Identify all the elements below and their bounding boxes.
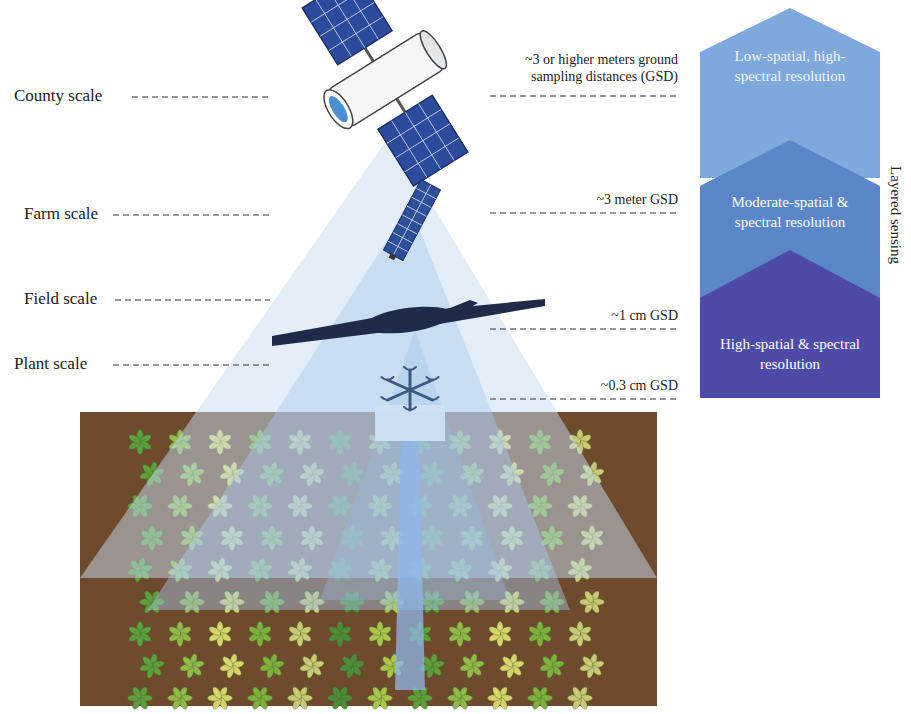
gsd-label: ~1 cm GSD bbox=[611, 308, 678, 324]
cubesat bbox=[382, 180, 441, 264]
plant bbox=[579, 653, 605, 679]
fixed-wing-drone bbox=[272, 299, 545, 346]
copter-beam bbox=[395, 441, 425, 690]
layer-text: High-spatial & spectral resolution bbox=[715, 334, 865, 375]
gsd-label: ~3 meter GSD bbox=[597, 192, 678, 208]
plant bbox=[299, 653, 325, 679]
plant bbox=[168, 686, 193, 711]
plant bbox=[168, 622, 193, 647]
hexacopter bbox=[381, 367, 438, 410]
scale-label: County scale bbox=[14, 86, 102, 106]
layer-text: Low-spatial, high-spectral resolution bbox=[715, 46, 865, 87]
plant bbox=[328, 622, 353, 647]
plant bbox=[179, 653, 205, 679]
plant bbox=[568, 686, 593, 711]
plant bbox=[499, 653, 525, 679]
plant bbox=[219, 653, 245, 679]
axis-label: Layered sensing bbox=[887, 166, 904, 264]
plant bbox=[208, 622, 233, 647]
gsd-label: ~3 or higher meters ground sampling dist… bbox=[488, 52, 678, 86]
plant bbox=[488, 622, 513, 647]
plant bbox=[248, 686, 273, 711]
plant bbox=[128, 686, 153, 711]
plant bbox=[259, 653, 285, 679]
layer-text: Moderate-spatial & spectral resolution bbox=[715, 192, 865, 233]
plant bbox=[539, 653, 565, 679]
sensor-footprints bbox=[80, 135, 657, 690]
plant bbox=[139, 653, 165, 679]
plant bbox=[248, 622, 273, 647]
plant bbox=[208, 686, 233, 711]
plant bbox=[128, 622, 153, 647]
plant bbox=[580, 590, 605, 615]
plant bbox=[568, 622, 593, 647]
plant bbox=[288, 622, 313, 647]
plant bbox=[528, 686, 553, 711]
plant bbox=[339, 653, 365, 679]
gsd-label: ~0.3 cm GSD bbox=[601, 378, 678, 394]
plant bbox=[448, 686, 473, 711]
plant bbox=[368, 686, 393, 711]
chevron-shape bbox=[700, 250, 880, 398]
plant bbox=[488, 686, 513, 711]
plant bbox=[328, 686, 353, 711]
plant bbox=[448, 622, 473, 647]
cubesat-footprint bbox=[148, 205, 570, 610]
plant bbox=[528, 622, 553, 647]
chevron-fill bbox=[700, 250, 880, 398]
layer-chevron: High-spatial & spectral resolution bbox=[700, 250, 880, 398]
plant bbox=[128, 430, 153, 455]
plant bbox=[288, 686, 313, 711]
plant bbox=[368, 622, 393, 647]
scale-dashes bbox=[113, 96, 678, 399]
scale-label: Field scale bbox=[24, 289, 97, 309]
plant bbox=[459, 653, 485, 679]
scale-label: Plant scale bbox=[14, 354, 87, 374]
copter-frame bbox=[375, 405, 445, 441]
scale-label: Farm scale bbox=[24, 204, 98, 224]
satellite bbox=[274, 0, 495, 203]
